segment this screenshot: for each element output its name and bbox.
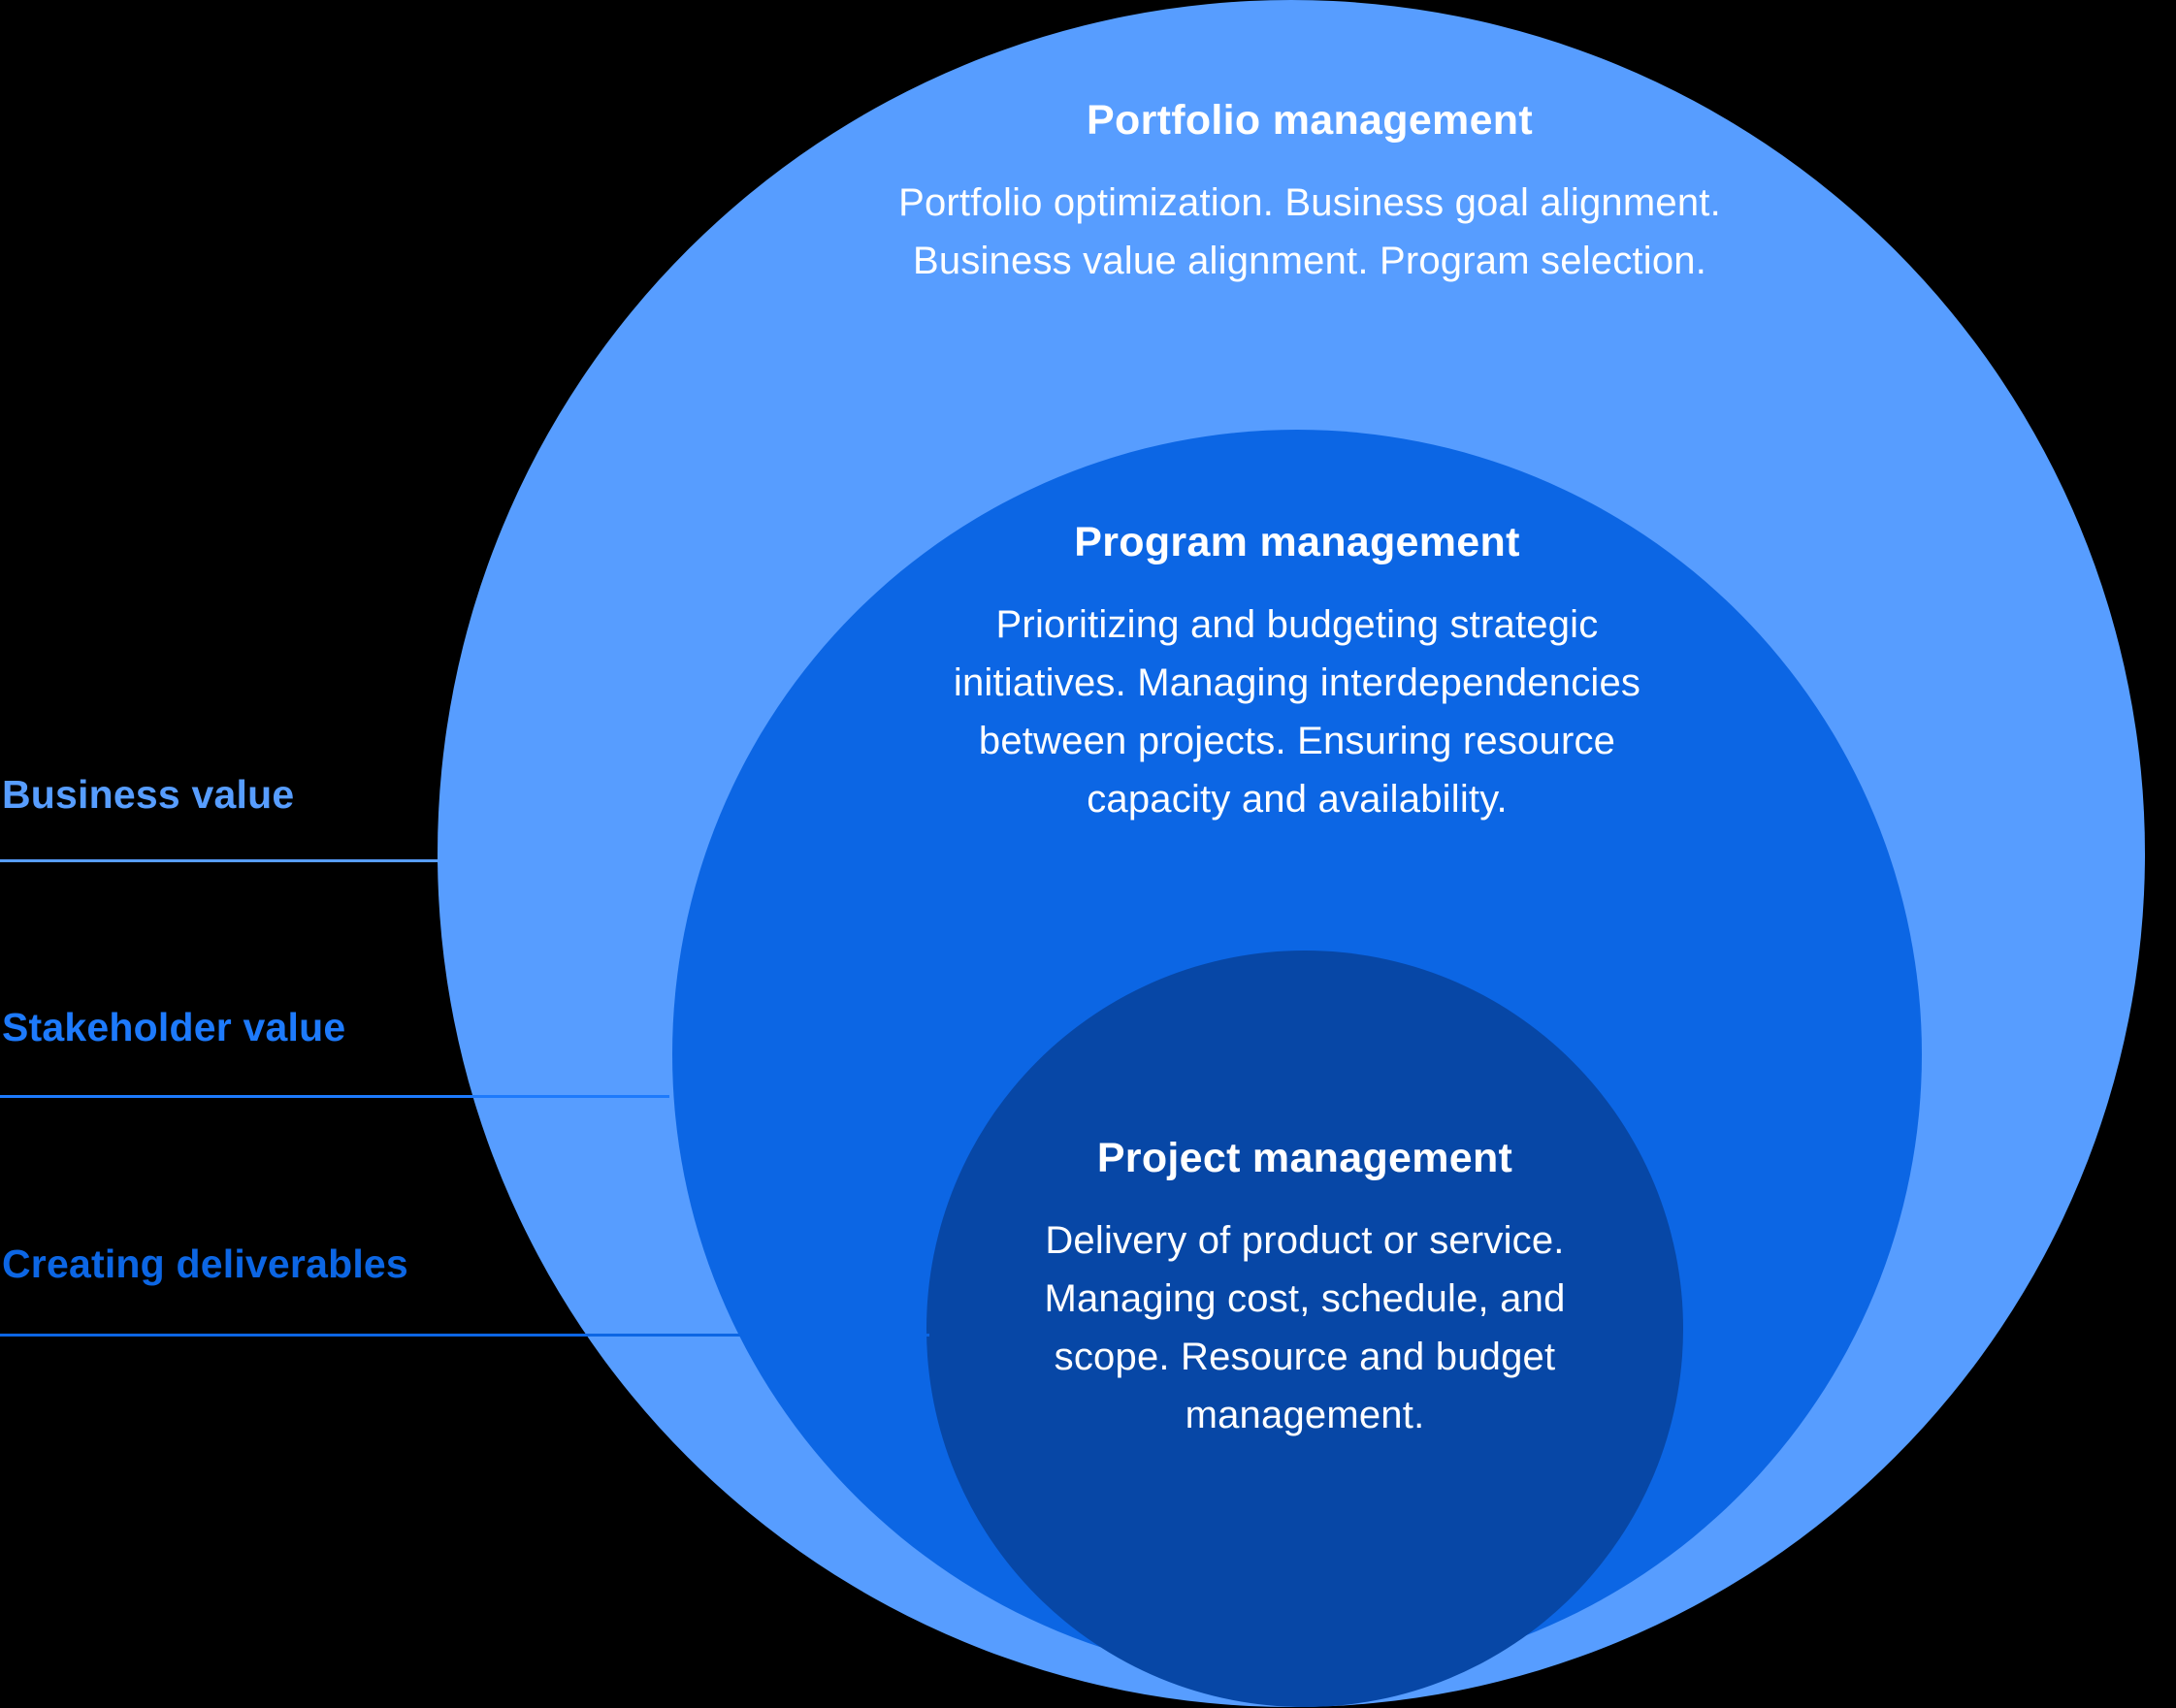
portfolio-text-block: Portfolio management Portfolio optimizat… <box>854 97 1766 290</box>
program-description: Prioritizing and budgeting strategic ini… <box>953 603 1641 821</box>
stakeholder-value-label: Stakeholder value <box>2 1005 346 1049</box>
project-title: Project management <box>1096 1135 1513 1181</box>
business-value-label: Business value <box>2 772 295 817</box>
creating-deliverables-connector-line <box>0 1334 929 1337</box>
program-title: Program management <box>1074 519 1520 565</box>
portfolio-description: Portfolio optimization. Business goal al… <box>898 181 1721 282</box>
creating-deliverables-label: Creating deliverables <box>2 1241 408 1286</box>
program-text-block: Program management Prioritizing and budg… <box>909 519 1685 828</box>
stakeholder-value-connector-line <box>0 1095 669 1098</box>
project-text-block: Project management Delivery of product o… <box>1014 1135 1596 1444</box>
business-value-connector-line <box>0 859 444 862</box>
portfolio-title: Portfolio management <box>1087 97 1533 144</box>
project-management-circle <box>926 951 1683 1707</box>
project-description: Delivery of product or service. Managing… <box>1044 1219 1566 1436</box>
